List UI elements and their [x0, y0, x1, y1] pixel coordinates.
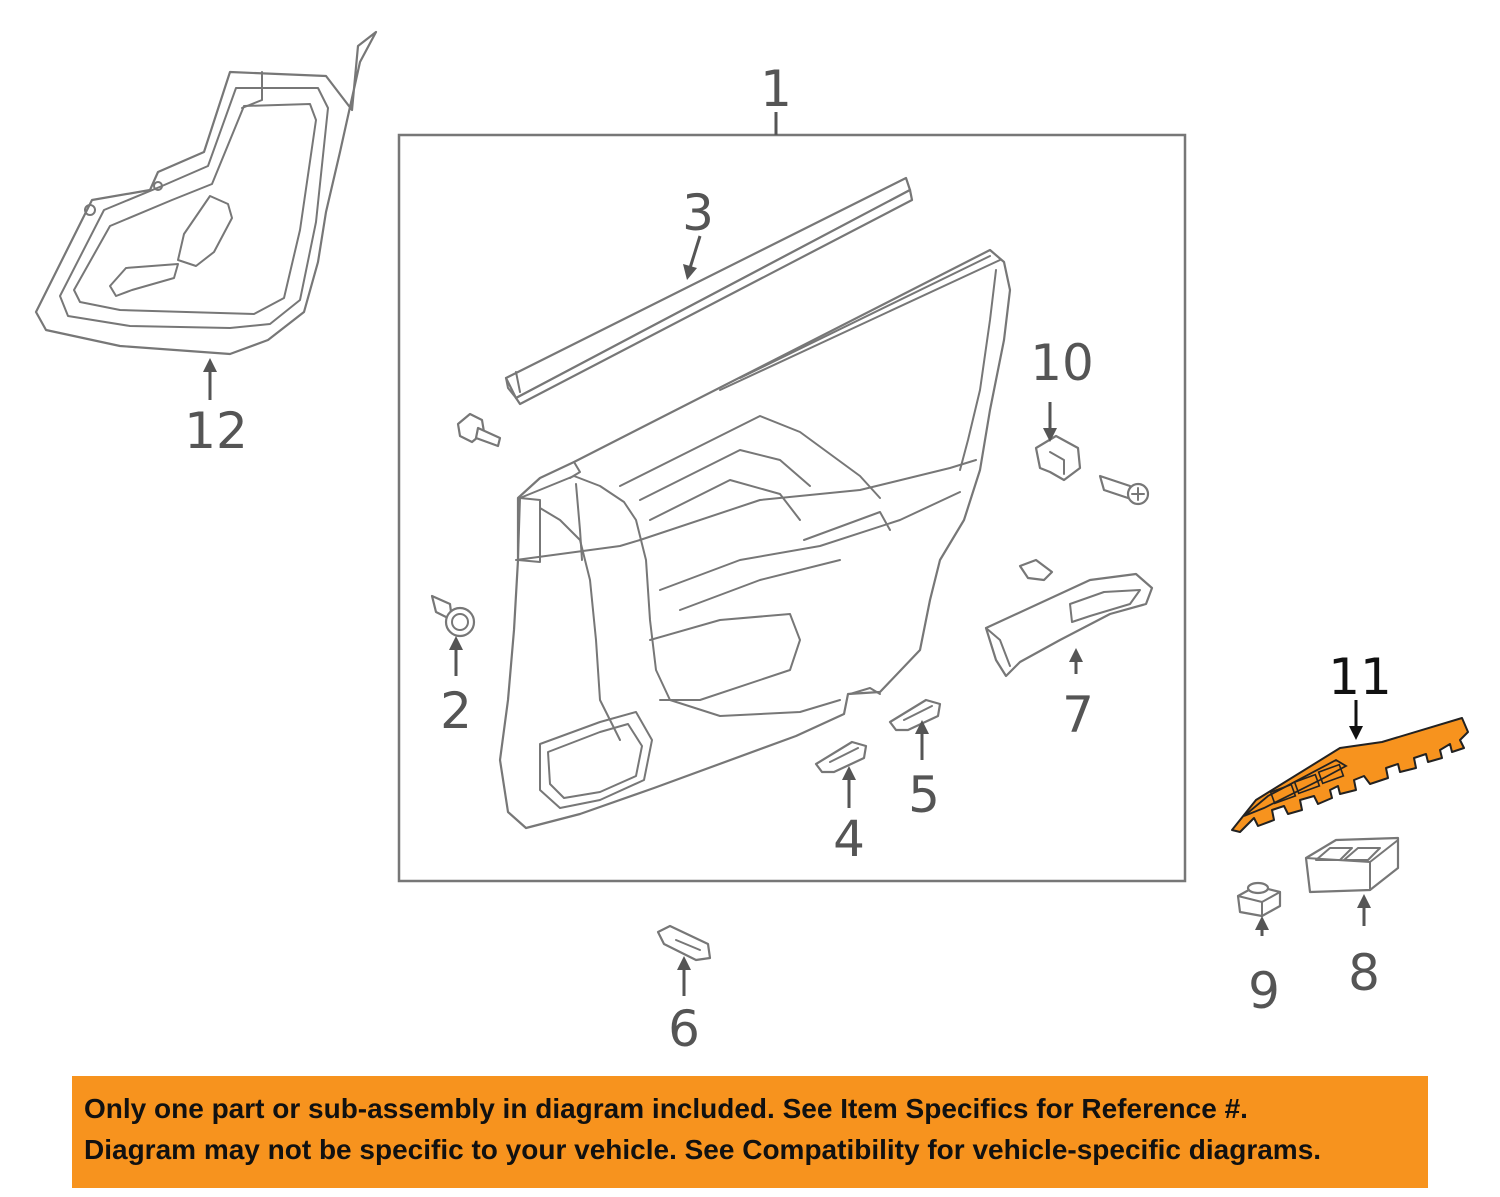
- disclaimer-line-1: Only one part or sub-assembly in diagram…: [84, 1093, 1248, 1124]
- parts-diagram: 1 2 3 4 5 6 7 8 9 10 11 12: [34, 30, 1469, 1058]
- callout-7: 7: [1062, 686, 1094, 744]
- callout-8: 8: [1348, 944, 1380, 1002]
- assembly-box: [397, 133, 1187, 883]
- callout-6: 6: [668, 1000, 700, 1058]
- part-3-molding[interactable]: [504, 176, 914, 406]
- part-9-switch[interactable]: [1236, 881, 1282, 918]
- part-12-panel[interactable]: [34, 30, 378, 356]
- part-7-armrest-trim[interactable]: [984, 558, 1154, 678]
- part-6-clip[interactable]: [656, 924, 712, 962]
- part-8-switch[interactable]: [1304, 836, 1400, 894]
- callout-3: 3: [682, 184, 714, 242]
- screw-large[interactable]: [1098, 474, 1150, 506]
- screw-small[interactable]: [456, 412, 502, 448]
- callout-2: 2: [440, 682, 472, 740]
- disclaimer-banner: Only one part or sub-assembly in diagram…: [72, 1076, 1428, 1188]
- part-2-clip[interactable]: [430, 594, 476, 638]
- part-11-switch-bezel[interactable]: [1231, 717, 1469, 833]
- disclaimer-line-2: Diagram may not be specific to your vehi…: [84, 1134, 1322, 1165]
- door-trim-panel: [498, 248, 1012, 830]
- part-4-clip[interactable]: [814, 740, 868, 774]
- callout-11: 11: [1328, 648, 1392, 706]
- callout-1: 1: [760, 60, 792, 118]
- callout-labels: 1 2 3 4 5 6 7 8 9 10 11 12: [184, 60, 1392, 1058]
- part-5-clip[interactable]: [888, 698, 942, 732]
- leader-arrows: [203, 235, 1371, 996]
- callout-10: 10: [1030, 334, 1094, 392]
- part-10-clip[interactable]: [1034, 434, 1082, 482]
- callout-12: 12: [184, 402, 248, 460]
- callout-5: 5: [908, 766, 940, 824]
- callout-4: 4: [833, 810, 865, 868]
- callout-9: 9: [1248, 962, 1280, 1020]
